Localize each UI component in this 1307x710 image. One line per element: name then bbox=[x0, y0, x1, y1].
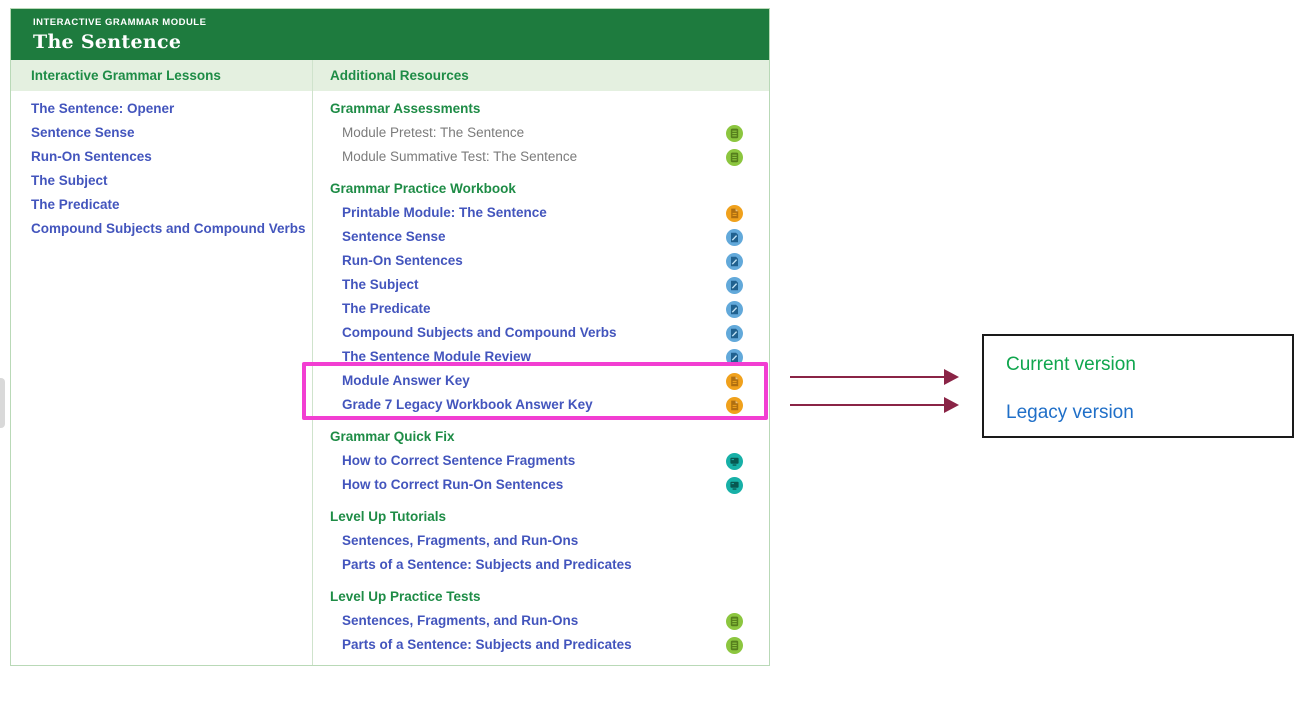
resource-item-label[interactable]: The Predicate bbox=[342, 301, 431, 316]
resource-item: The Sentence Module Review bbox=[313, 345, 769, 369]
quiz-icon[interactable] bbox=[726, 612, 743, 630]
resource-item: Sentences, Fragments, and Run-Ons bbox=[313, 609, 769, 633]
quiz-icon[interactable] bbox=[726, 124, 743, 142]
resource-item: Module Answer Key bbox=[313, 369, 769, 393]
resource-item-label[interactable]: The Subject bbox=[342, 277, 419, 292]
resource-item: Parts of a Sentence: Subjects and Predic… bbox=[313, 553, 769, 577]
resource-item-label[interactable]: How to Correct Sentence Fragments bbox=[342, 453, 576, 468]
resource-item-label[interactable]: Run-On Sentences bbox=[342, 253, 463, 268]
worksheet-icon[interactable] bbox=[726, 300, 743, 318]
resource-item: Parts of a Sentence: Subjects and Predic… bbox=[313, 633, 769, 657]
resource-section-heading: Grammar Assessments bbox=[330, 101, 481, 116]
resource-item-label: Module Summative Test: The Sentence bbox=[342, 149, 578, 164]
resource-item: Sentences, Fragments, and Run-Ons bbox=[313, 529, 769, 553]
module-body: Interactive Grammar Lessons The Sentence… bbox=[11, 60, 769, 665]
quiz-icon[interactable] bbox=[726, 636, 743, 654]
resource-item: Sentence Sense bbox=[313, 225, 769, 249]
lessons-column: Interactive Grammar Lessons The Sentence… bbox=[11, 60, 313, 665]
resource-section-heading: Level Up Tutorials bbox=[330, 509, 447, 524]
resource-item: Grade 7 Legacy Workbook Answer Key bbox=[313, 393, 769, 417]
lesson-link[interactable]: Sentence Sense bbox=[31, 125, 135, 140]
resource-item-label[interactable]: Sentence Sense bbox=[342, 229, 446, 244]
resource-section-heading: Grammar Practice Workbook bbox=[330, 181, 516, 196]
resources-column: Additional Resources Grammar Assessments… bbox=[313, 60, 769, 665]
annotation-arrow-legacy bbox=[790, 397, 959, 413]
resource-item-label[interactable]: Parts of a Sentence: Subjects and Predic… bbox=[342, 557, 632, 572]
lessons-column-header: Interactive Grammar Lessons bbox=[11, 60, 312, 92]
resource-item: Compound Subjects and Compound Verbs bbox=[313, 321, 769, 345]
worksheet-icon[interactable] bbox=[726, 228, 743, 246]
worksheet-icon[interactable] bbox=[726, 324, 743, 342]
resource-item-label[interactable]: The Sentence Module Review bbox=[342, 349, 532, 364]
lesson-link[interactable]: Compound Subjects and Compound Verbs bbox=[31, 221, 306, 236]
resource-item: How to Correct Run-On Sentences bbox=[313, 473, 769, 497]
resource-item-label[interactable]: How to Correct Run-On Sentences bbox=[342, 477, 564, 492]
video-icon[interactable] bbox=[726, 452, 743, 470]
annotation-arrow-current bbox=[790, 369, 959, 385]
left-edge-scroll-fragment bbox=[0, 378, 5, 428]
resource-item: The Predicate bbox=[313, 297, 769, 321]
resource-item: Module Pretest: The Sentence bbox=[313, 121, 769, 145]
resource-item-label[interactable]: Parts of a Sentence: Subjects and Predic… bbox=[342, 637, 632, 652]
pdf-icon[interactable] bbox=[726, 396, 743, 414]
resource-item-label[interactable]: Sentences, Fragments, and Run-Ons bbox=[342, 533, 579, 548]
resource-section-heading: Level Up Practice Tests bbox=[330, 589, 481, 604]
resource-item: Module Summative Test: The Sentence bbox=[313, 145, 769, 169]
resource-item-label[interactable]: Compound Subjects and Compound Verbs bbox=[342, 325, 617, 340]
version-legend-box: Current version Legacy version bbox=[982, 334, 1294, 438]
resource-item: How to Correct Sentence Fragments bbox=[313, 449, 769, 473]
resource-item-label: Module Pretest: The Sentence bbox=[342, 125, 525, 140]
quiz-icon[interactable] bbox=[726, 148, 743, 166]
module-header: INTERACTIVE GRAMMAR MODULE The Sentence bbox=[11, 9, 769, 60]
grammar-module-panel: INTERACTIVE GRAMMAR MODULE The Sentence … bbox=[10, 8, 770, 666]
video-icon[interactable] bbox=[726, 476, 743, 494]
resource-item-label[interactable]: Module Answer Key bbox=[342, 373, 470, 388]
resource-item-label[interactable]: Printable Module: The Sentence bbox=[342, 205, 547, 220]
worksheet-icon[interactable] bbox=[726, 252, 743, 270]
arrowhead-icon bbox=[944, 397, 959, 413]
resource-item: Run-On Sentences bbox=[313, 249, 769, 273]
module-kicker: INTERACTIVE GRAMMAR MODULE bbox=[33, 17, 207, 28]
resource-section-heading: Grammar Quick Fix bbox=[330, 429, 455, 444]
resource-item-label[interactable]: Grade 7 Legacy Workbook Answer Key bbox=[342, 397, 593, 412]
worksheet-icon[interactable] bbox=[726, 348, 743, 366]
lesson-link[interactable]: The Predicate bbox=[31, 197, 120, 212]
arrowhead-icon bbox=[944, 369, 959, 385]
lesson-link[interactable]: Run-On Sentences bbox=[31, 149, 152, 164]
resource-item-label[interactable]: Sentences, Fragments, and Run-Ons bbox=[342, 613, 579, 628]
resource-item: Printable Module: The Sentence bbox=[313, 201, 769, 225]
lesson-link[interactable]: The Sentence: Opener bbox=[31, 101, 175, 116]
worksheet-icon[interactable] bbox=[726, 276, 743, 294]
module-title: The Sentence bbox=[33, 31, 182, 53]
lesson-link[interactable]: The Subject bbox=[31, 173, 108, 188]
resources-column-header: Additional Resources bbox=[313, 60, 769, 92]
resource-item: The Subject bbox=[313, 273, 769, 297]
legend-current-version: Current version bbox=[1006, 354, 1136, 375]
pdf-icon[interactable] bbox=[726, 204, 743, 222]
pdf-icon[interactable] bbox=[726, 372, 743, 390]
legend-legacy-version: Legacy version bbox=[1006, 402, 1134, 423]
